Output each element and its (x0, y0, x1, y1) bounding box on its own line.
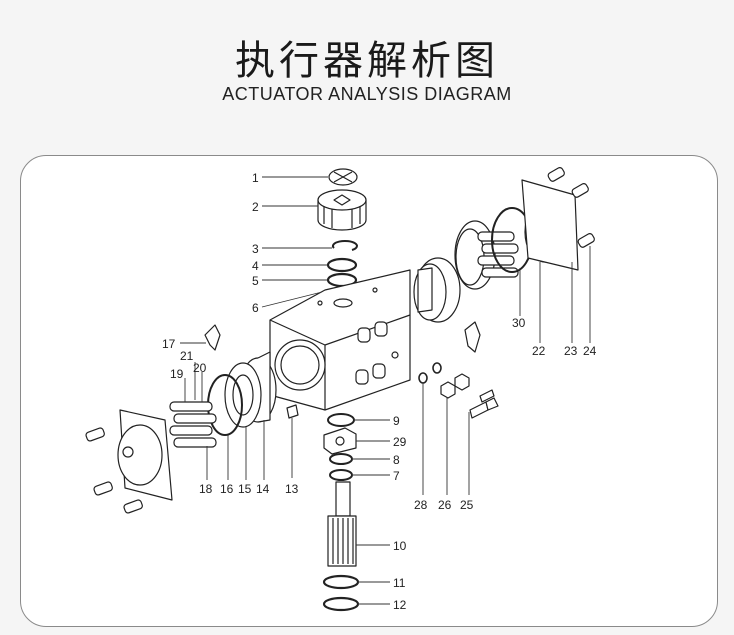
part-28-washer (418, 372, 428, 384)
part-29-stop-plate (323, 427, 357, 455)
label-19: 19 (170, 367, 184, 381)
part-bolts-left (85, 427, 143, 514)
label-8: 8 (393, 453, 400, 467)
label-9: 9 (393, 414, 400, 428)
part-12-oring (322, 596, 360, 612)
part-1-indicator (328, 168, 358, 186)
part-6-body (269, 269, 411, 411)
part-3-circlip (331, 239, 358, 251)
label-5: 5 (252, 274, 259, 288)
part-8-washer (329, 453, 353, 465)
label-29: 29 (393, 435, 407, 449)
part-19-springs (169, 401, 217, 448)
label-14: 14 (256, 482, 270, 496)
part-labels: 1 2 3 4 5 6 17 21 20 19 18 16 15 14 13 9… (162, 171, 597, 612)
leader-lines (180, 176, 591, 605)
label-11: 11 (393, 576, 406, 590)
label-30: 30 (512, 316, 526, 330)
label-26: 26 (438, 498, 452, 512)
label-1: 1 (252, 171, 259, 185)
part-25-bolts (469, 389, 499, 419)
page-title: 执行器解析图 (235, 38, 499, 84)
label-22: 22 (532, 344, 546, 358)
part-10-pinion (327, 481, 357, 567)
part-right-piston (413, 257, 461, 323)
part-right-springs (454, 220, 519, 290)
label-20: 20 (193, 361, 207, 375)
part-9-washer (327, 413, 355, 427)
label-17: 17 (162, 337, 176, 351)
label-25: 25 (460, 498, 474, 512)
part-18-end-cap (117, 409, 173, 501)
part-17-cam (204, 324, 221, 351)
part-26-nut (440, 381, 456, 399)
label-23: 23 (564, 344, 578, 358)
part-28b-washer (432, 362, 442, 374)
part-23-flange (521, 179, 579, 271)
label-12: 12 (393, 598, 407, 612)
part-24-bolts-right (547, 167, 595, 248)
label-18: 18 (199, 482, 213, 496)
part-4-washer (326, 257, 358, 273)
label-3: 3 (252, 242, 259, 256)
part-26b-nut (454, 373, 470, 391)
label-24: 24 (583, 344, 597, 358)
label-6: 6 (252, 301, 259, 315)
label-7: 7 (393, 469, 400, 483)
label-16: 16 (220, 482, 234, 496)
part-7-washer (329, 469, 353, 481)
page-subtitle: ACTUATOR ANALYSIS DIAGRAM (222, 84, 512, 104)
label-4: 4 (252, 259, 259, 273)
label-15: 15 (238, 482, 252, 496)
label-13: 13 (285, 482, 299, 496)
part-2-knob (317, 189, 367, 231)
part-15-piston-plate (224, 362, 262, 428)
part-13-plug (286, 404, 299, 419)
label-28: 28 (414, 498, 428, 512)
label-21: 21 (180, 349, 194, 363)
part-27-cam-right (464, 321, 481, 353)
label-10: 10 (393, 539, 407, 553)
part-11-oring (322, 574, 360, 590)
label-2: 2 (252, 200, 259, 214)
